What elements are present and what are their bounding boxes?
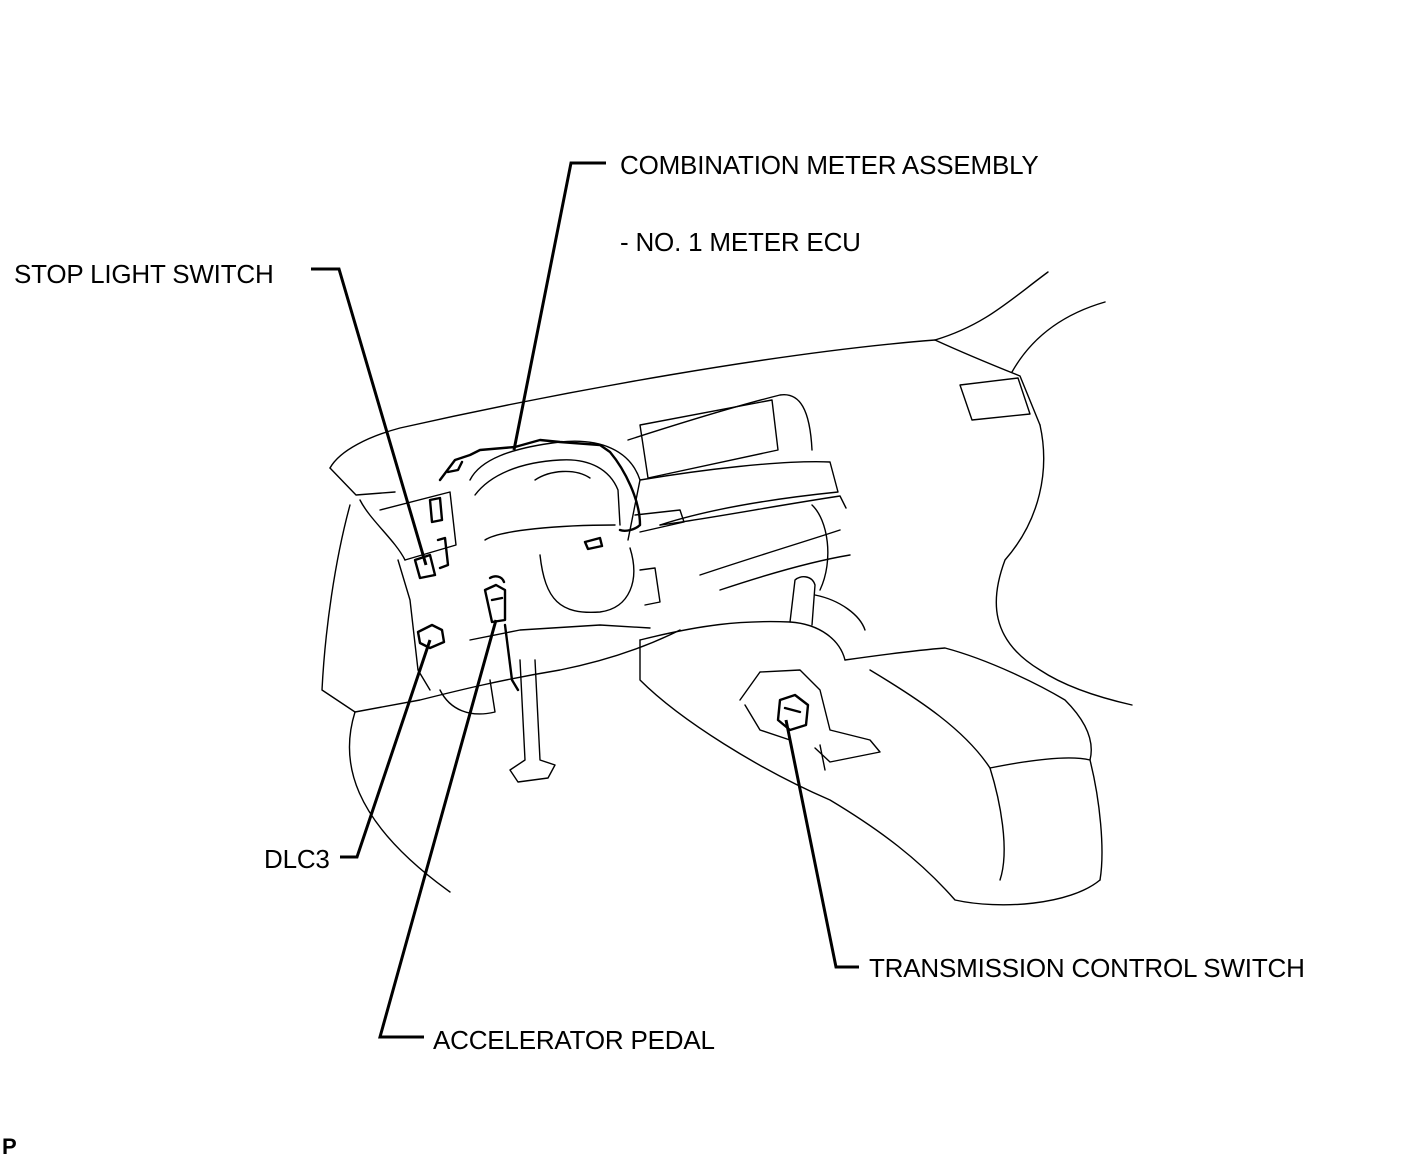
combination-meter-assembly-part xyxy=(438,438,642,551)
label-stop-light-switch: STOP LIGHT SWITCH xyxy=(14,259,274,289)
leader-dlc3 xyxy=(340,639,432,859)
vehicle-interior-outline xyxy=(321,271,1133,906)
leader-combination-meter xyxy=(512,161,606,451)
label-accelerator-pedal: ACCELERATOR PEDAL xyxy=(433,1025,715,1055)
corner-mark: P xyxy=(2,1134,17,1159)
label-combination-meter-assembly: COMBINATION METER ASSEMBLY xyxy=(620,150,1039,180)
label-transmission-control-switch: TRANSMISSION CONTROL SWITCH xyxy=(869,953,1305,983)
label-no1-meter-ecu: - NO. 1 METER ECU xyxy=(620,227,861,257)
leader-accelerator-pedal xyxy=(378,619,498,1039)
stop-light-switch-part xyxy=(413,496,450,580)
accelerator-pedal-part xyxy=(483,575,520,692)
leader-transmission-control-switch xyxy=(784,719,859,969)
leader-stop-light-switch xyxy=(311,267,428,566)
dlc3-part xyxy=(416,623,446,650)
label-dlc3: DLC3 xyxy=(264,844,330,874)
transmission-control-switch-part xyxy=(776,693,810,732)
